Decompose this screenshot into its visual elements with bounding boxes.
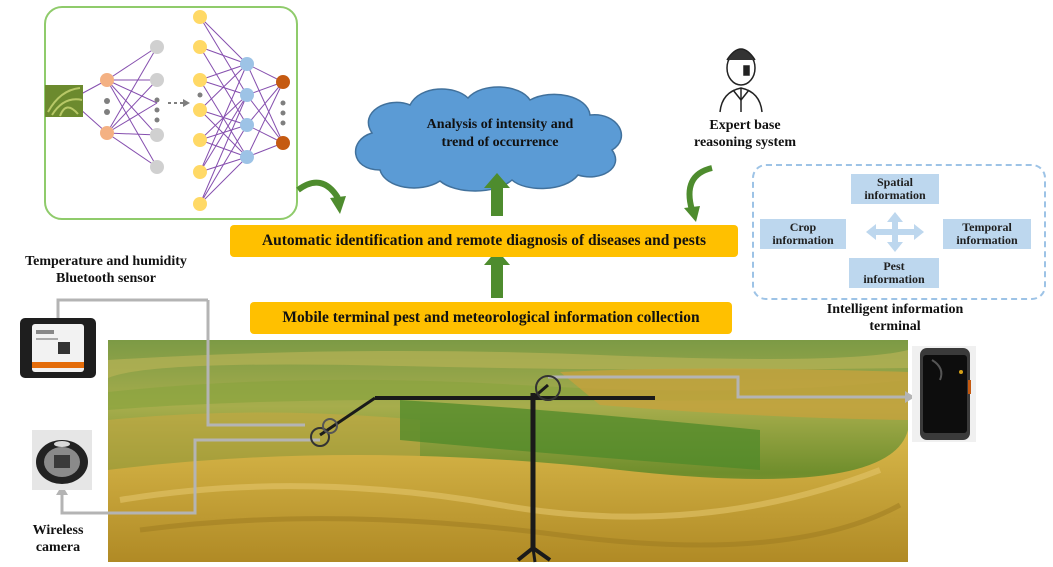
terminal-line-1: Intelligent information bbox=[826, 302, 964, 317]
sensor-connector bbox=[56, 298, 208, 318]
info-terminal-panel bbox=[752, 164, 1046, 300]
cloud-line-2: trend of occurrence bbox=[441, 135, 559, 150]
expert-label: Expert base reasoning system bbox=[660, 117, 830, 151]
expert-line-2: reasoning system bbox=[693, 135, 797, 150]
terminal-label: Intelligent information terminal bbox=[790, 301, 1000, 335]
camera-connector bbox=[60, 438, 320, 515]
bluetooth-sensor-icon bbox=[20, 318, 96, 378]
expert-line-1: Expert base bbox=[709, 118, 781, 133]
cloud-line-1: Analysis of intensity and bbox=[426, 117, 574, 132]
wireless-camera-icon bbox=[32, 430, 92, 490]
sensor-line-2: Bluetooth sensor bbox=[56, 271, 156, 286]
neural-network-panel bbox=[44, 6, 298, 220]
smartphone-terminal-icon bbox=[912, 346, 976, 442]
terminal-connector bbox=[548, 375, 912, 399]
curved-arrow-left bbox=[296, 179, 341, 200]
camera-line-1: Wireless bbox=[32, 523, 84, 538]
terminal-line-2: terminal bbox=[869, 319, 921, 334]
sensor-line-1: Temperature and humidity bbox=[25, 254, 187, 269]
cloud-text: Analysis of intensity and trend of occur… bbox=[390, 116, 610, 152]
up-arrow-bottom-shaft bbox=[491, 262, 503, 298]
up-arrow-top-shaft bbox=[491, 186, 503, 216]
up-arrow-bottom-head bbox=[484, 250, 510, 265]
mobile-collection-box: Mobile terminal pest and meteorological … bbox=[250, 302, 732, 334]
camera-line-2: camera bbox=[35, 540, 81, 555]
up-arrow-top-head bbox=[484, 173, 510, 188]
sensor-label: Temperature and humidity Bluetooth senso… bbox=[0, 253, 212, 287]
camera-label: Wireless camera bbox=[18, 522, 98, 556]
curved-arrow-right bbox=[686, 165, 713, 211]
auto-identification-box: Automatic identification and remote diag… bbox=[230, 225, 738, 257]
